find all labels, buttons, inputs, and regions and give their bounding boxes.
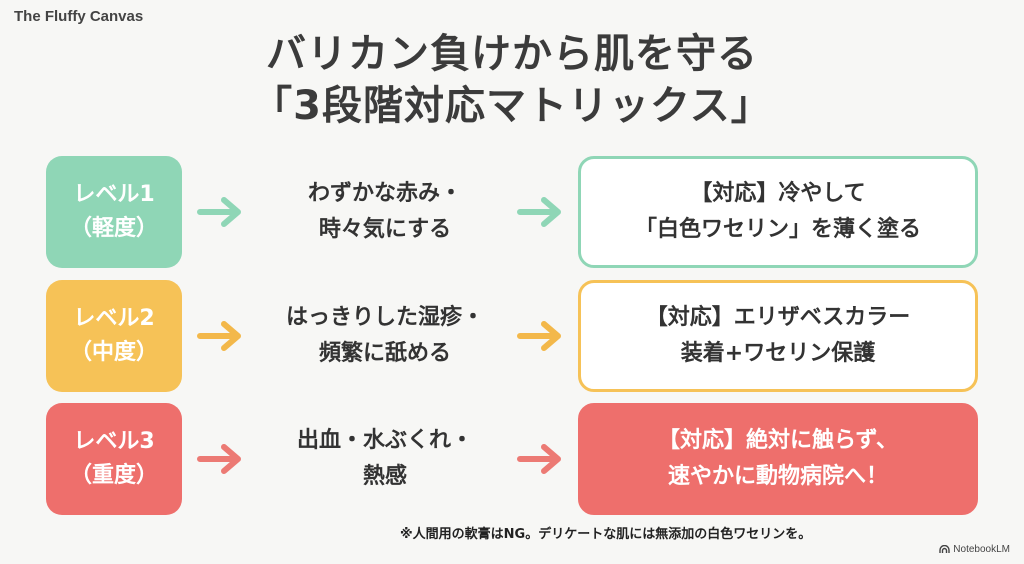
title-line-2: 「3段階対応マトリックス」 [252, 83, 772, 129]
notebooklm-logo-icon [939, 545, 950, 553]
response-line: 「白色ワセリン」を薄く塗る [634, 217, 921, 242]
matrix-row-level-1: レベル1 （軽度） わずかな赤み・ 時々気にする 【対応】冷やして 「白色ワセリ… [46, 156, 978, 268]
response-line: 装着+ワセリン保護 [680, 341, 876, 366]
arrow-right-icon [516, 192, 568, 232]
arrow-right-icon [196, 192, 248, 232]
title-line-1: バリカン負けから肌を守る [266, 31, 758, 77]
symptom-line: 出血・水ぶくれ・ [296, 428, 473, 453]
level-severity: （中度） [69, 340, 158, 365]
level-badge: レベル2 （中度） [46, 280, 182, 392]
symptom-line: 時々気にする [318, 217, 452, 242]
arrow-right-icon [196, 439, 248, 479]
symptom-text: 出血・水ぶくれ・ 熱感 [252, 403, 518, 515]
footnote: ※人間用の軟膏はNG。デリケートな肌には無添加の白色ワセリンを。 [400, 527, 812, 542]
level-badge: レベル3 （重度） [46, 403, 182, 515]
arrow-right-icon [196, 316, 248, 356]
response-line: 【対応】エリザベスカラー [645, 305, 911, 330]
level-severity: （軽度） [69, 216, 158, 241]
response-box: 【対応】絶対に触らず、 速やかに動物病院へ！ [578, 403, 978, 515]
level-label: レベル3 [73, 429, 155, 454]
brand-name: The Fluffy Canvas [14, 8, 144, 25]
level-badge: レベル1 （軽度） [46, 156, 182, 268]
notebooklm-watermark: NotebookLM [939, 544, 1010, 555]
page-title: バリカン負けから肌を守る 「3段階対応マトリックス」 [0, 28, 1024, 132]
level-label: レベル2 [73, 306, 155, 331]
matrix-row-level-3: レベル3 （重度） 出血・水ぶくれ・ 熱感 【対応】絶対に触らず、 速やかに動物… [46, 403, 978, 515]
level-label: レベル1 [73, 182, 155, 207]
symptom-text: わずかな赤み・ 時々気にする [252, 156, 518, 268]
response-line: 速やかに動物病院へ！ [667, 464, 888, 489]
response-line: 【対応】絶対に触らず、 [657, 428, 899, 453]
matrix-row-level-2: レベル2 （中度） はっきりした湿疹・ 頻繁に舐める 【対応】エリザベスカラー … [46, 280, 978, 392]
arrow-right-icon [516, 439, 568, 479]
symptom-line: わずかな赤み・ [307, 181, 462, 206]
symptom-text: はっきりした湿疹・ 頻繁に舐める [252, 280, 518, 392]
symptom-line: 熱感 [362, 464, 407, 489]
symptom-line: はっきりした湿疹・ [285, 305, 484, 330]
level-severity: （重度） [69, 463, 158, 488]
response-box: 【対応】冷やして 「白色ワセリン」を薄く塗る [578, 156, 978, 268]
response-line: 【対応】冷やして [690, 181, 866, 206]
response-box: 【対応】エリザベスカラー 装着+ワセリン保護 [578, 280, 978, 392]
arrow-right-icon [516, 316, 568, 356]
symptom-line: 頻繁に舐める [318, 341, 451, 366]
watermark-text: NotebookLM [953, 544, 1010, 555]
